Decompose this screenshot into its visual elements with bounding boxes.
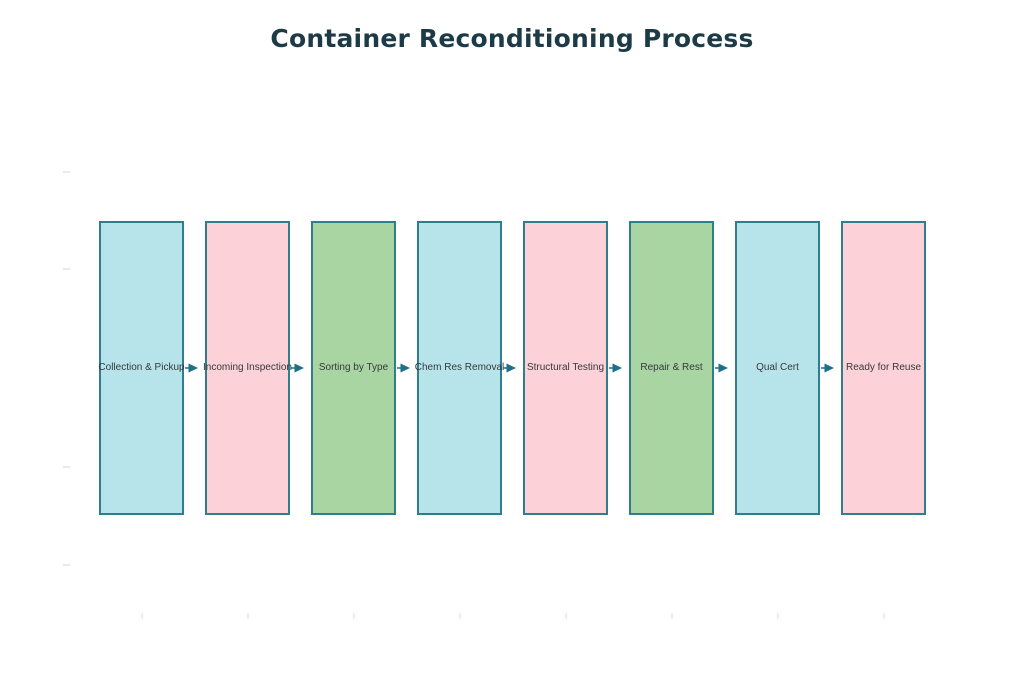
- process-step-label: Qual Cert: [756, 362, 799, 373]
- process-step-label: Repair & Rest: [640, 362, 703, 373]
- process-step-label: Incoming Inspection: [203, 362, 292, 373]
- process-step-cell: Sorting by Type: [311, 221, 417, 515]
- process-step-cell: Incoming Inspection: [203, 221, 311, 515]
- process-step-label: Structural Testing: [526, 362, 605, 373]
- flow-arrow-icon: [397, 363, 410, 373]
- flow-arrow-icon: [503, 363, 516, 373]
- process-step-box: Chem Res Removal: [414, 221, 505, 515]
- y-axis-tick: [63, 268, 70, 270]
- x-axis-tick: [564, 613, 567, 619]
- process-step-label: Chem Res Removal: [414, 362, 505, 373]
- x-axis-tick: [246, 613, 249, 619]
- process-step-cell: Qual Cert: [735, 221, 841, 515]
- process-step-cell: Collection & Pickup: [98, 221, 205, 515]
- diagram-title: Container Reconditioning Process: [270, 24, 754, 53]
- flow-arrow-icon: [185, 363, 198, 373]
- process-step-box: Sorting by Type: [311, 221, 396, 515]
- x-axis-tick: [882, 613, 885, 619]
- y-axis-tick: [63, 171, 70, 173]
- x-axis-tick: [352, 613, 355, 619]
- flow-arrow-icon: [609, 363, 622, 373]
- process-step-cell: Structural Testing: [523, 221, 629, 515]
- process-step-label: Collection & Pickup: [98, 362, 185, 373]
- y-axis-tick: [63, 466, 70, 468]
- x-axis-tick: [776, 613, 779, 619]
- flow-arrow-icon: [821, 363, 834, 373]
- x-axis-tick: [140, 613, 143, 619]
- process-step-cell: Chem Res Removal: [414, 221, 523, 515]
- flow-arrow-icon: [291, 363, 304, 373]
- process-step-cell: Ready for Reuse: [841, 221, 926, 515]
- process-step-box: Ready for Reuse: [841, 221, 926, 515]
- process-step-box: Structural Testing: [523, 221, 608, 515]
- process-step-box: Repair & Rest: [629, 221, 714, 515]
- process-step-cell: Repair & Rest: [629, 221, 735, 515]
- flow-arrow-icon: [715, 363, 728, 373]
- process-step-box: Qual Cert: [735, 221, 820, 515]
- process-step-label: Sorting by Type: [318, 362, 389, 373]
- process-step-box: Incoming Inspection: [203, 221, 292, 515]
- process-step-label: Ready for Reuse: [845, 362, 922, 373]
- x-axis-tick: [670, 613, 673, 619]
- x-axis-tick: [458, 613, 461, 619]
- process-flow: Collection & Pickup Incoming Inspection So…: [98, 221, 926, 515]
- process-step-box: Collection & Pickup: [98, 221, 185, 515]
- y-axis-tick: [63, 564, 70, 566]
